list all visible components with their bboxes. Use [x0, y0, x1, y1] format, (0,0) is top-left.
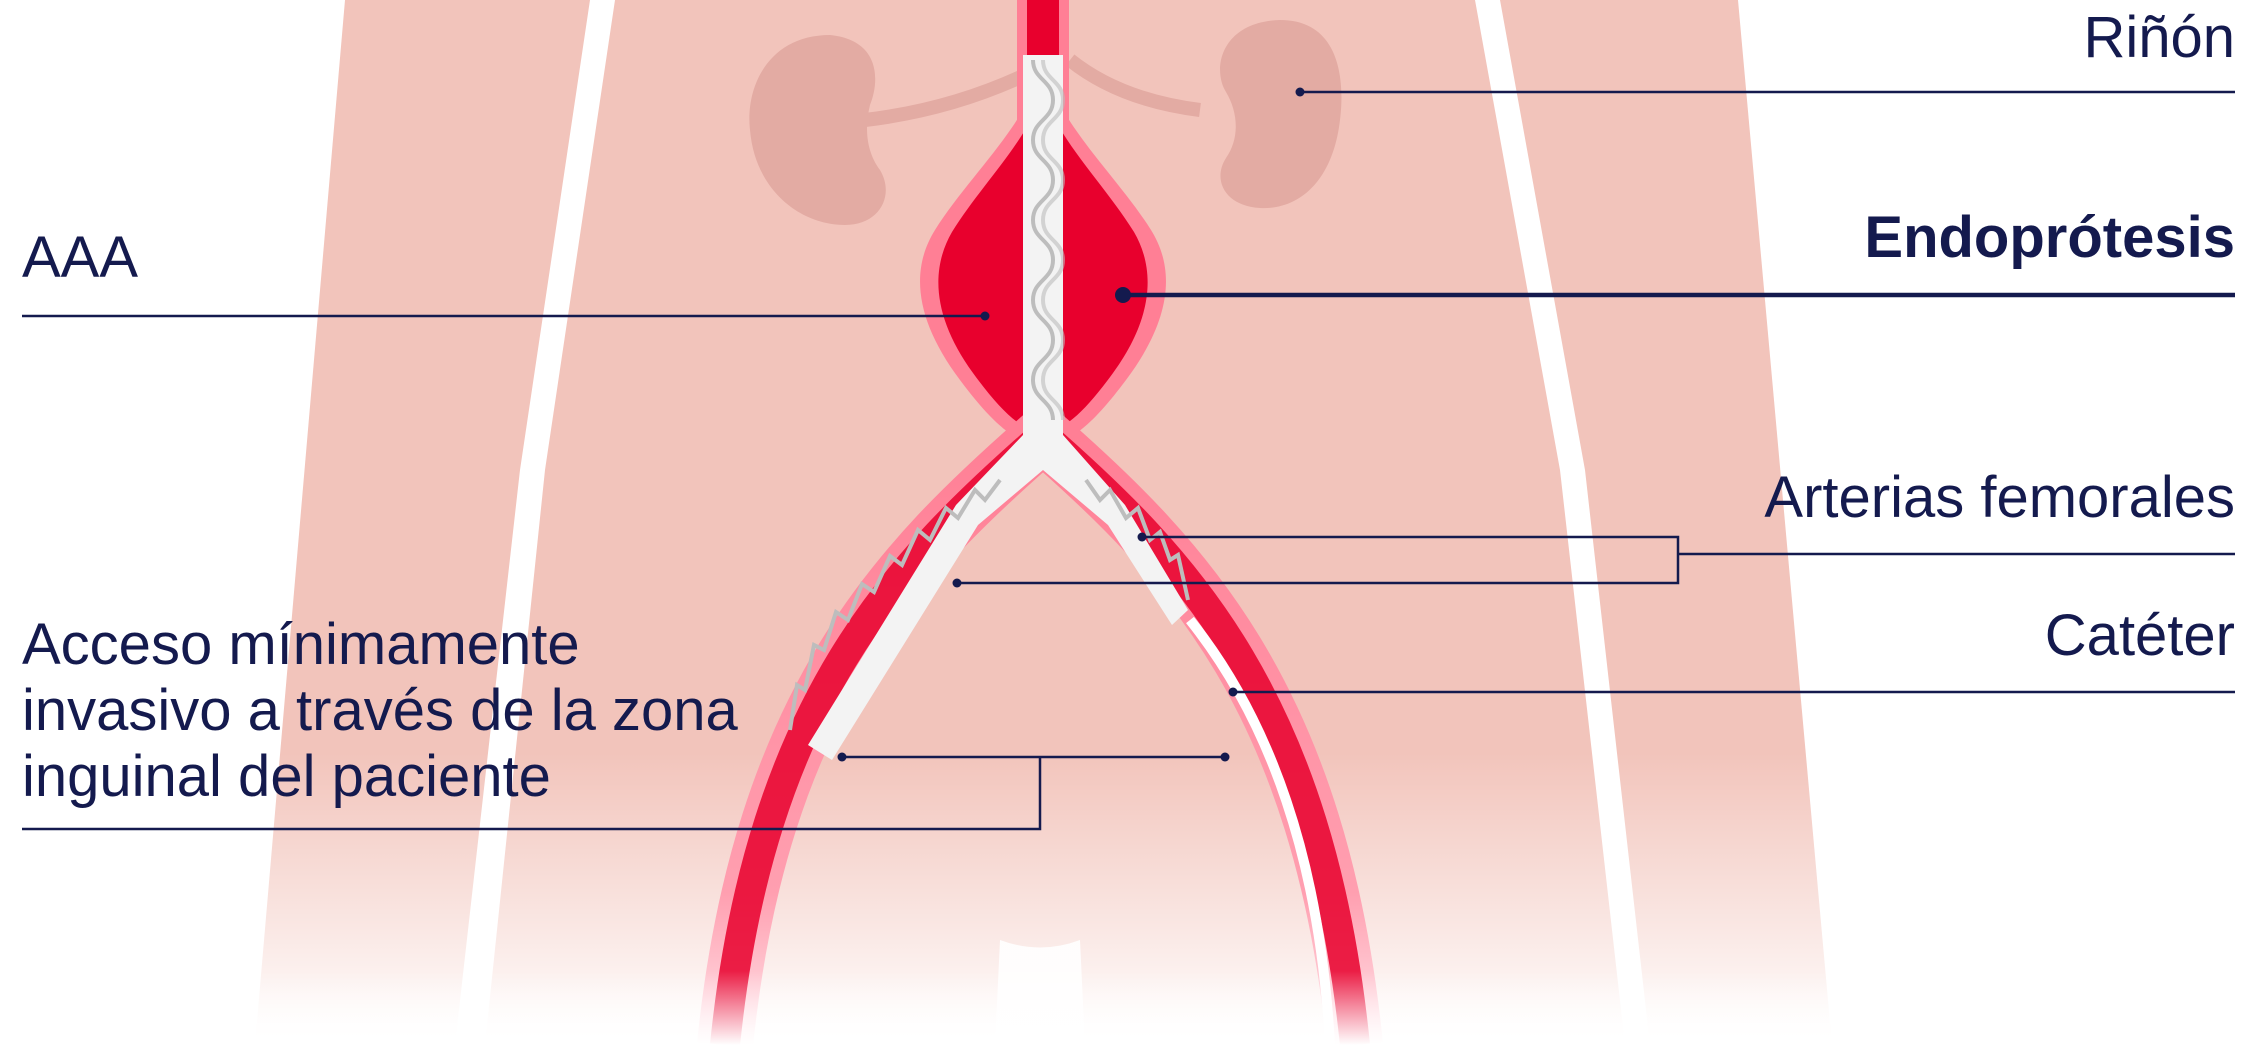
endograft-label: Endoprótesis: [1864, 205, 2235, 271]
aaa-label: AAA: [22, 225, 138, 291]
access-label-line-1: Acceso mínimamente: [22, 612, 738, 678]
access-label-line-3: inguinal del paciente: [22, 744, 738, 810]
femoral-arteries-label: Arterias femorales: [1764, 465, 2235, 531]
kidney-label: Riñón: [2083, 5, 2235, 71]
access-label: Acceso mínimamente invasivo a través de …: [22, 612, 738, 810]
access-label-line-2: invasivo a través de la zona: [22, 678, 738, 744]
catheter-label: Catéter: [2045, 603, 2235, 669]
